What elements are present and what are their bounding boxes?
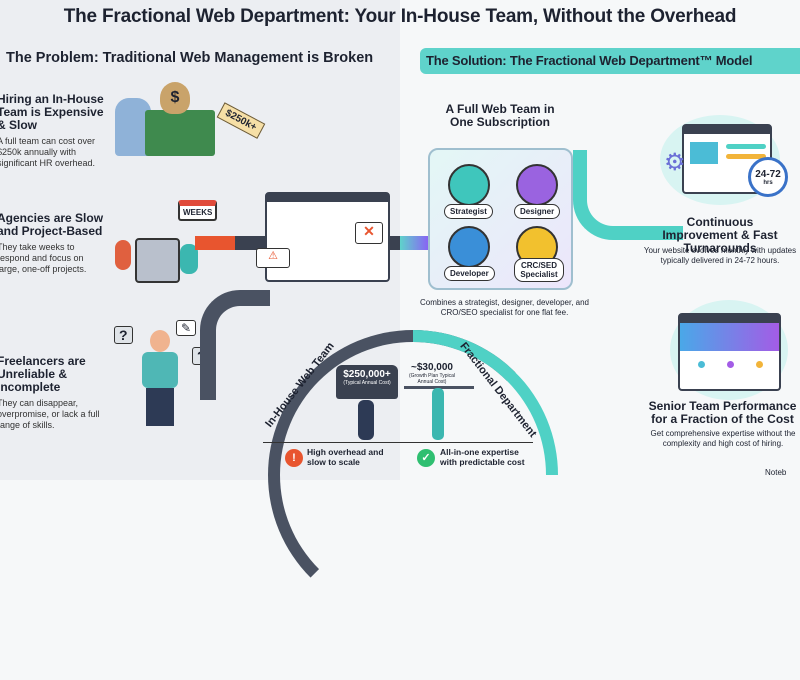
relaxed-person-illustration xyxy=(432,388,444,440)
problem-item-agencies: Agencies are Slow and Project-Based They… xyxy=(0,212,107,275)
curved-arrow xyxy=(200,290,270,400)
freelancer-illustration xyxy=(130,330,190,430)
weeks-calendar-icon: WEEKS xyxy=(178,200,218,221)
fractional-cost: ~$30,000 xyxy=(411,362,453,373)
gear-icon: ⚙ xyxy=(664,149,686,176)
developer-avatar xyxy=(448,226,490,268)
question-icon: ? xyxy=(114,326,133,344)
team-title: A Full Web Team in One Subscription xyxy=(445,102,555,129)
inhouse-cost-note: (Typical Annual Cost) xyxy=(343,380,391,386)
role-specialist: CRC/SED Specialist xyxy=(514,258,564,282)
problem-item-freelancers: Freelancers are Unreliable & Incomplete … xyxy=(0,355,102,431)
benefit-text: Your website evolves monthly with update… xyxy=(643,246,797,265)
premium-website-icon xyxy=(678,313,781,391)
benefit-title: Senior Team Performance for a Fraction o… xyxy=(648,399,797,426)
team-card: Strategist Designer Developer CRC/SED Sp… xyxy=(428,148,573,290)
problem-text: They take weeks to respond and focus on … xyxy=(0,242,87,274)
problem-heading: The Problem: Traditional Web Management … xyxy=(6,50,374,66)
solution-heading: The Solution: The Fractional Web Departm… xyxy=(420,48,800,74)
benefit-title: Continuous Improvement & Fast Turnaround… xyxy=(662,215,778,255)
problem-text: They can disappear, overpromise, or lack… xyxy=(0,398,100,430)
clock-icon: 24-72 hrs xyxy=(748,157,788,197)
clock-range: 24-72 xyxy=(755,169,781,180)
inhouse-verdict: High overhead and slow to scale xyxy=(307,447,384,467)
role-designer: Designer xyxy=(514,204,561,219)
watermark: Noteb xyxy=(765,468,787,477)
light-barbell xyxy=(404,386,474,389)
problem-item-inhouse: Hiring an In-House Team is Expensive & S… xyxy=(0,93,107,169)
problem-title: Hiring an In-House Team is Expensive & S… xyxy=(0,92,104,132)
inhouse-cost: $250,000+ xyxy=(343,369,391,380)
role-developer: Developer xyxy=(444,266,495,281)
team-caption: Combines a strategist, designer, develop… xyxy=(420,298,589,317)
fractional-cost-block: ~$30,000 (Growth Plan Typical Annual Cos… xyxy=(402,362,462,385)
strategist-avatar xyxy=(448,164,490,206)
gauge-baseline xyxy=(263,442,533,443)
clock-unit: hrs xyxy=(763,180,773,186)
strained-person-illustration xyxy=(358,400,374,440)
alert-icon: ! xyxy=(285,449,303,467)
agency-movers-illustration xyxy=(110,230,210,290)
role-strategist: Strategist xyxy=(444,204,493,219)
problem-text: A full team can cost over $250k annually… xyxy=(0,136,96,168)
benefit-text: Get comprehensive expertise without the … xyxy=(650,429,796,448)
fractional-cost-note: (Growth Plan Typical Annual Cost) xyxy=(408,373,456,385)
warning-icon: ⚠ xyxy=(256,248,290,268)
problem-title: Freelancers are Unreliable & Incomplete xyxy=(0,354,86,394)
page-title: The Fractional Web Department: Your In-H… xyxy=(63,6,737,27)
inhouse-weight: $250,000+ (Typical Annual Cost) xyxy=(336,365,398,399)
pencil-icon: ✎ xyxy=(176,320,197,336)
problem-title: Agencies are Slow and Project-Based xyxy=(0,211,104,238)
error-icon: ✕ xyxy=(355,222,383,244)
check-icon: ✓ xyxy=(417,449,435,467)
flow-arrow-start xyxy=(195,236,235,250)
flow-arrow-solution xyxy=(400,236,430,250)
designer-avatar xyxy=(516,164,558,206)
money-stack-illustration: $ xyxy=(115,80,225,160)
fractional-verdict: All-in-one expertise with predictable co… xyxy=(440,447,525,467)
